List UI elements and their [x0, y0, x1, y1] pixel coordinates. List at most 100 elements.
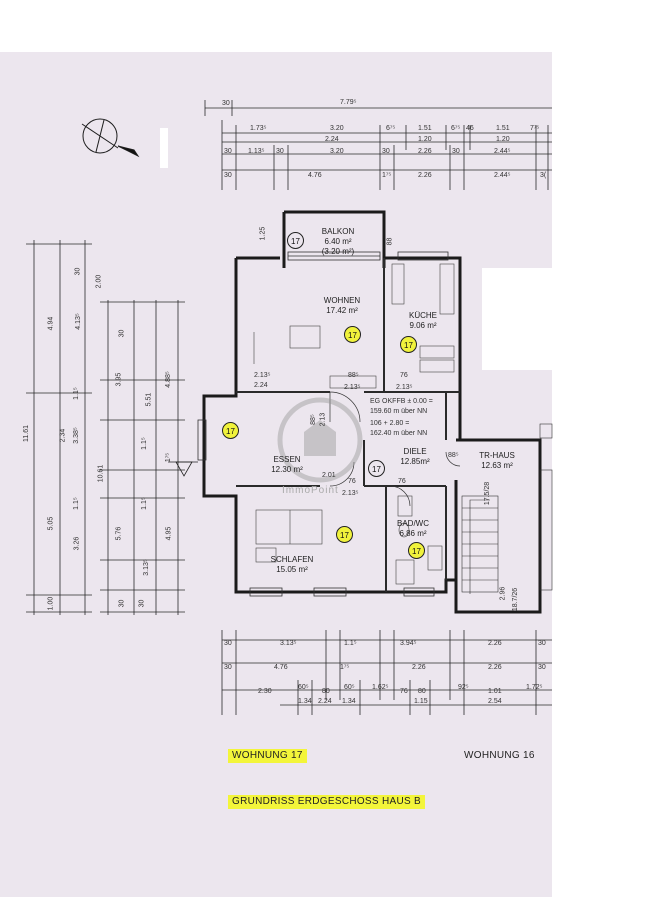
apartment-marker-essen: 17	[222, 422, 239, 439]
dim-left-outer-a: 11.61	[23, 425, 30, 442]
dim-bottom-row4-a: 1.34	[298, 698, 312, 705]
dim-left-col4-c: 3.13⁵	[142, 559, 150, 576]
dim-top-row4-e: 2.44⁵	[494, 172, 511, 179]
dim-bottom-row3-j: 1.72⁵	[526, 684, 543, 691]
dim-inner-13: 88⁵	[309, 414, 317, 425]
dim-top-row3-h: 2.44⁵	[494, 148, 511, 155]
dim-top-row1-b: 3.20	[330, 125, 344, 132]
dim-top-row1-g: 1.51	[496, 125, 510, 132]
dim-left-outer-d: 1.00	[47, 596, 55, 611]
dim-bottom-row3-i: 1.01	[488, 688, 502, 695]
room-wohnen-name: WOHNEN	[323, 296, 361, 305]
dim-left-outer-c: 4.94	[47, 316, 55, 331]
dim-top-row1-c: 6⁷⁵	[386, 125, 396, 132]
dim-top-row3-a: 30	[224, 148, 232, 155]
dim-left-col5-c: 4.88⁵	[164, 371, 172, 388]
dim-bottom-row4-b: 2.24	[318, 698, 332, 705]
dim-top-row2-b: 1.20	[418, 136, 432, 143]
room-trhaus-name: TR-HAUS	[479, 451, 515, 460]
room-essen-area: 12.30 m²	[271, 465, 303, 474]
dim-left-col3-a: 10.61	[97, 464, 105, 483]
dim-bottom-row2-a: 30	[224, 664, 232, 671]
dim-bottom-row3-b: 60⁵	[298, 684, 309, 691]
dim-left-col2-a: 2.34	[59, 428, 67, 443]
dim-inner-12: 88	[386, 237, 394, 246]
dim-inner-8: 76	[348, 478, 356, 485]
dim-top-row1-a: 1.73⁵	[250, 125, 267, 132]
level-note-line4: 162.40 m über NN	[370, 430, 428, 437]
dim-top-row3-d: 3.20	[330, 148, 344, 155]
dim-top-row4-a: 30	[224, 172, 232, 179]
dim-left-col4-a: 30	[118, 329, 126, 338]
dim-left-col2-b: 3.38⁵	[72, 427, 80, 444]
watermark-text: ImmoPoint	[282, 485, 339, 496]
dim-top-row4-b: 4.76	[308, 172, 322, 179]
dim-top-row1-d: 1.51	[418, 125, 432, 132]
caption-wohnung-17: WOHNUNG 17	[228, 749, 307, 763]
stair-dim-3: 18.7/26	[512, 587, 520, 612]
stair-dim-1: 17.5/28	[484, 481, 492, 506]
dim-left-col2-g: 1.1⁵	[72, 497, 80, 510]
dim-left-col2-f: 2.00	[95, 274, 103, 289]
scan-margin-left-strip	[0, 52, 70, 62]
dim-inner-11: 1.25	[259, 226, 267, 241]
room-essen-name: ESSEN	[273, 455, 301, 464]
level-note-line1: EG OKFFB ± 0.00 =	[370, 398, 433, 405]
dim-bottom-row1-f: 30	[538, 640, 546, 647]
dim-top-row3-f: 2.26	[418, 148, 432, 155]
dim-top-row0-a: 30	[222, 100, 230, 107]
dim-left-col2-c: 1.1⁵	[72, 387, 80, 400]
dim-bottom-row3-a: 2.30	[258, 688, 272, 695]
dim-bottom-row1-c: 1.1⁵	[344, 640, 357, 647]
dim-bottom-row2-b: 4.76	[274, 664, 288, 671]
dim-top-row4-c: 1⁷⁵	[382, 172, 392, 179]
dim-left-col5-b: 4.95	[165, 526, 173, 541]
dim-top-row0-b: 7.79⁵	[340, 99, 357, 106]
dim-top-row4-f: 3(	[540, 172, 547, 179]
dim-inner-7: 2.01	[322, 472, 336, 479]
apartment-marker-balkon: 17	[287, 232, 304, 249]
dim-left-col4-f: 30	[138, 599, 146, 608]
dim-bottom-row4-c: 1.34	[342, 698, 356, 705]
room-bad-name: BAD/WC	[397, 519, 429, 528]
apartment-marker-wohnen: 17	[344, 326, 361, 343]
dim-bottom-row2-d: 2.26	[412, 664, 426, 671]
dim-bottom-row1-a: 30	[224, 640, 232, 647]
room-diele-area: 12.85m²	[400, 457, 430, 466]
dim-bottom-row4-d: 1.15	[414, 698, 428, 705]
room-wohnen-area: 17.42 m²	[326, 306, 358, 315]
dim-left-col4-b: 1.1⁵	[140, 437, 148, 450]
dim-bottom-row2-f: 30	[538, 664, 546, 671]
stair-dim-2: 2.96	[499, 586, 507, 601]
dim-inner-2: 2.24	[254, 382, 268, 389]
dim-inner-3: 88⁵	[348, 372, 359, 379]
dim-inner-10: 88⁵	[448, 452, 459, 459]
dim-bottom-row3-f: 76	[400, 688, 408, 695]
dim-left-col4-e: 1.1⁵	[140, 497, 148, 510]
scan-margin-right	[552, 0, 649, 897]
dim-inner-14: 2.13	[319, 412, 327, 427]
room-balkon-area2: (3.20 m²)	[321, 247, 355, 256]
dim-left-col2-d: 3.26	[73, 536, 81, 551]
level-note-line3: 106 + 2.80 =	[370, 420, 410, 427]
dim-top-row1-f: 46	[466, 125, 474, 132]
room-balkon-name: BALKON	[321, 227, 355, 236]
dim-top-row3-g: 30	[452, 148, 460, 155]
dim-left-col5-a: 5.51	[145, 392, 153, 407]
dim-top-row1-h: 7⁷⁵	[530, 125, 540, 132]
dim-inner-6: 2.13⁵	[396, 384, 413, 391]
dim-left-col5-d: 1⁷⁵	[165, 452, 173, 463]
dim-bottom-row4-e: 2.54	[488, 698, 502, 705]
caption-grundriss: GRUNDRISS ERDGESCHOSS HAUS B	[228, 795, 425, 809]
apartment-marker-diele: 17	[368, 460, 385, 477]
level-note-line2: 159.60 m über NN	[370, 408, 428, 415]
room-schlafen-name: SCHLAFEN	[270, 555, 314, 564]
room-diele-name: DIELE	[403, 447, 427, 456]
dim-left-outer-b: 5.05	[47, 516, 55, 531]
scan-white-mark	[160, 128, 168, 168]
dim-bottom-row2-c: 1⁷⁵	[340, 664, 350, 671]
room-kueche-name: KÜCHE	[408, 311, 437, 320]
dim-bottom-row3-h: 92⁵	[458, 684, 469, 691]
